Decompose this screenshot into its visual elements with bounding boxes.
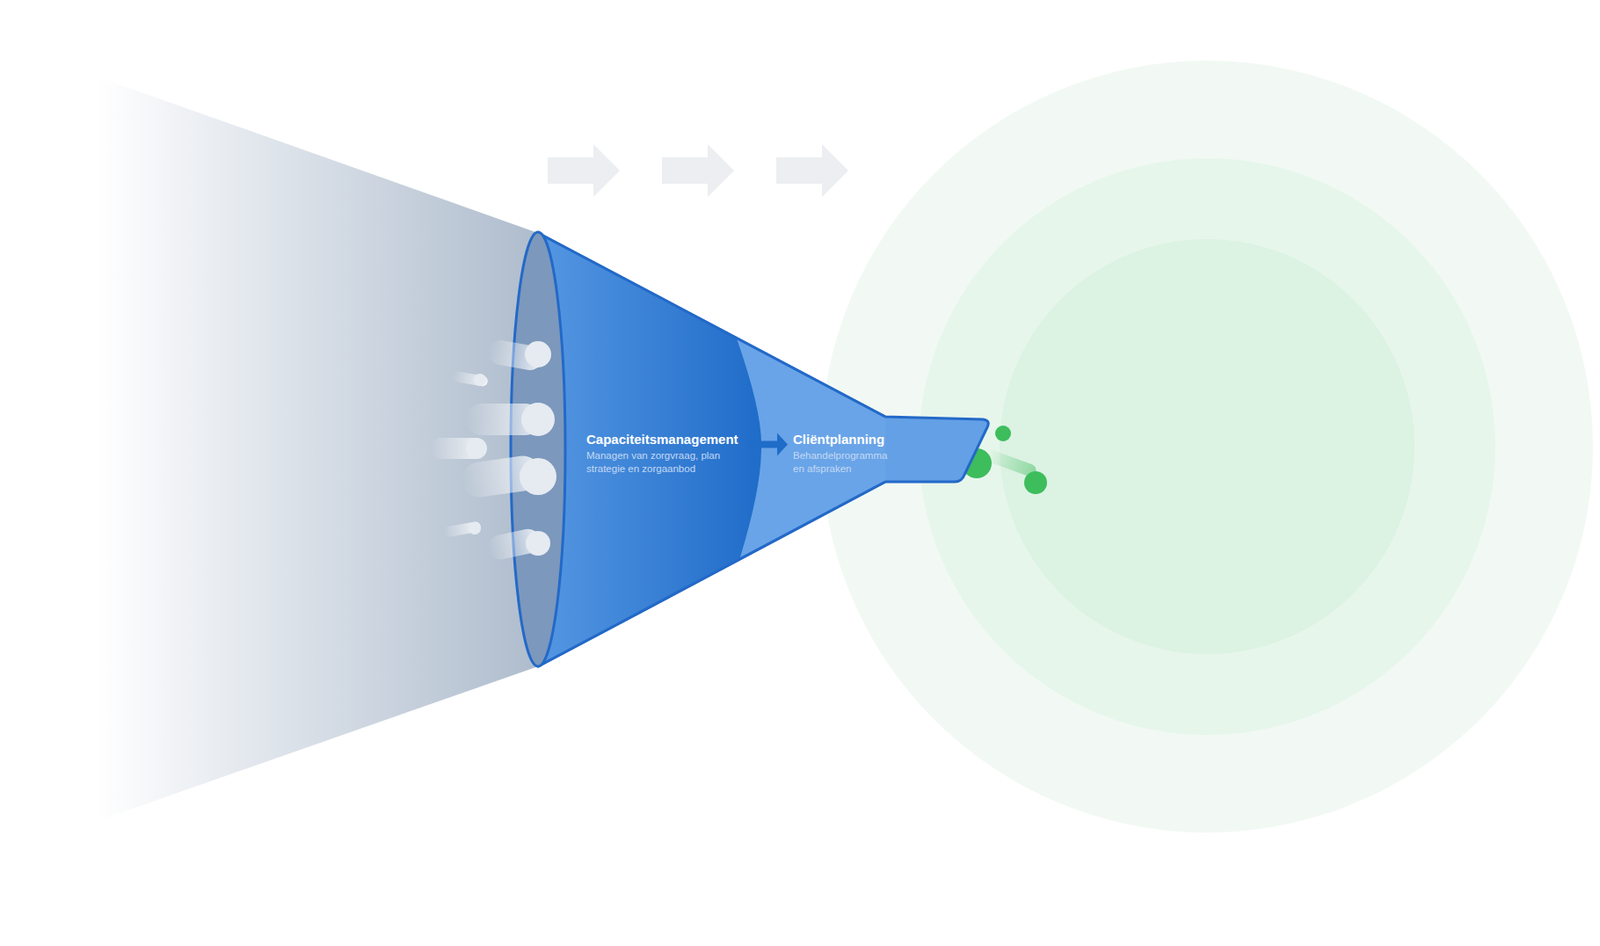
green-dot (1024, 471, 1048, 495)
funnel-spout-section: CliëntplanningBehandelprogramma en afspr… (789, 429, 888, 478)
dot-trail (451, 370, 488, 388)
input-dot (465, 437, 488, 459)
section-title: Cliëntplanning (792, 430, 885, 448)
funnel-body (538, 232, 989, 667)
middle-ring (918, 158, 1496, 735)
flow-arrows (547, 144, 849, 197)
flow-arrow (776, 144, 849, 197)
section-description: Behandelprogramma en afspraken (792, 449, 885, 476)
funnel-outline (538, 232, 886, 667)
connector-shaft (749, 441, 778, 449)
dot-trail (443, 520, 481, 538)
funnel-mouth (510, 232, 566, 667)
section-title: Capaciteitsmanagement (586, 430, 742, 448)
input-dot (473, 373, 487, 386)
input-dot (525, 530, 551, 556)
funnel-wide-part (538, 232, 762, 667)
input-dot (519, 458, 557, 495)
green-dot (995, 425, 1011, 442)
input-cone (96, 76, 539, 822)
flow-connector (749, 433, 788, 457)
connector-arrowhead (777, 433, 788, 457)
funnel-section: CapaciteitsmanagementManagen van zorgvra… (582, 429, 746, 478)
input-dots (430, 338, 557, 562)
input-dot (521, 402, 555, 437)
inner-ring (999, 239, 1415, 655)
funnel-narrow-part (736, 338, 886, 558)
input-dot (524, 341, 552, 368)
flow-arrow (661, 144, 735, 197)
flow-arrow (547, 144, 620, 197)
section-description: Managen van zorgvraag, plan strategie en… (586, 449, 742, 476)
input-dot (468, 522, 481, 535)
